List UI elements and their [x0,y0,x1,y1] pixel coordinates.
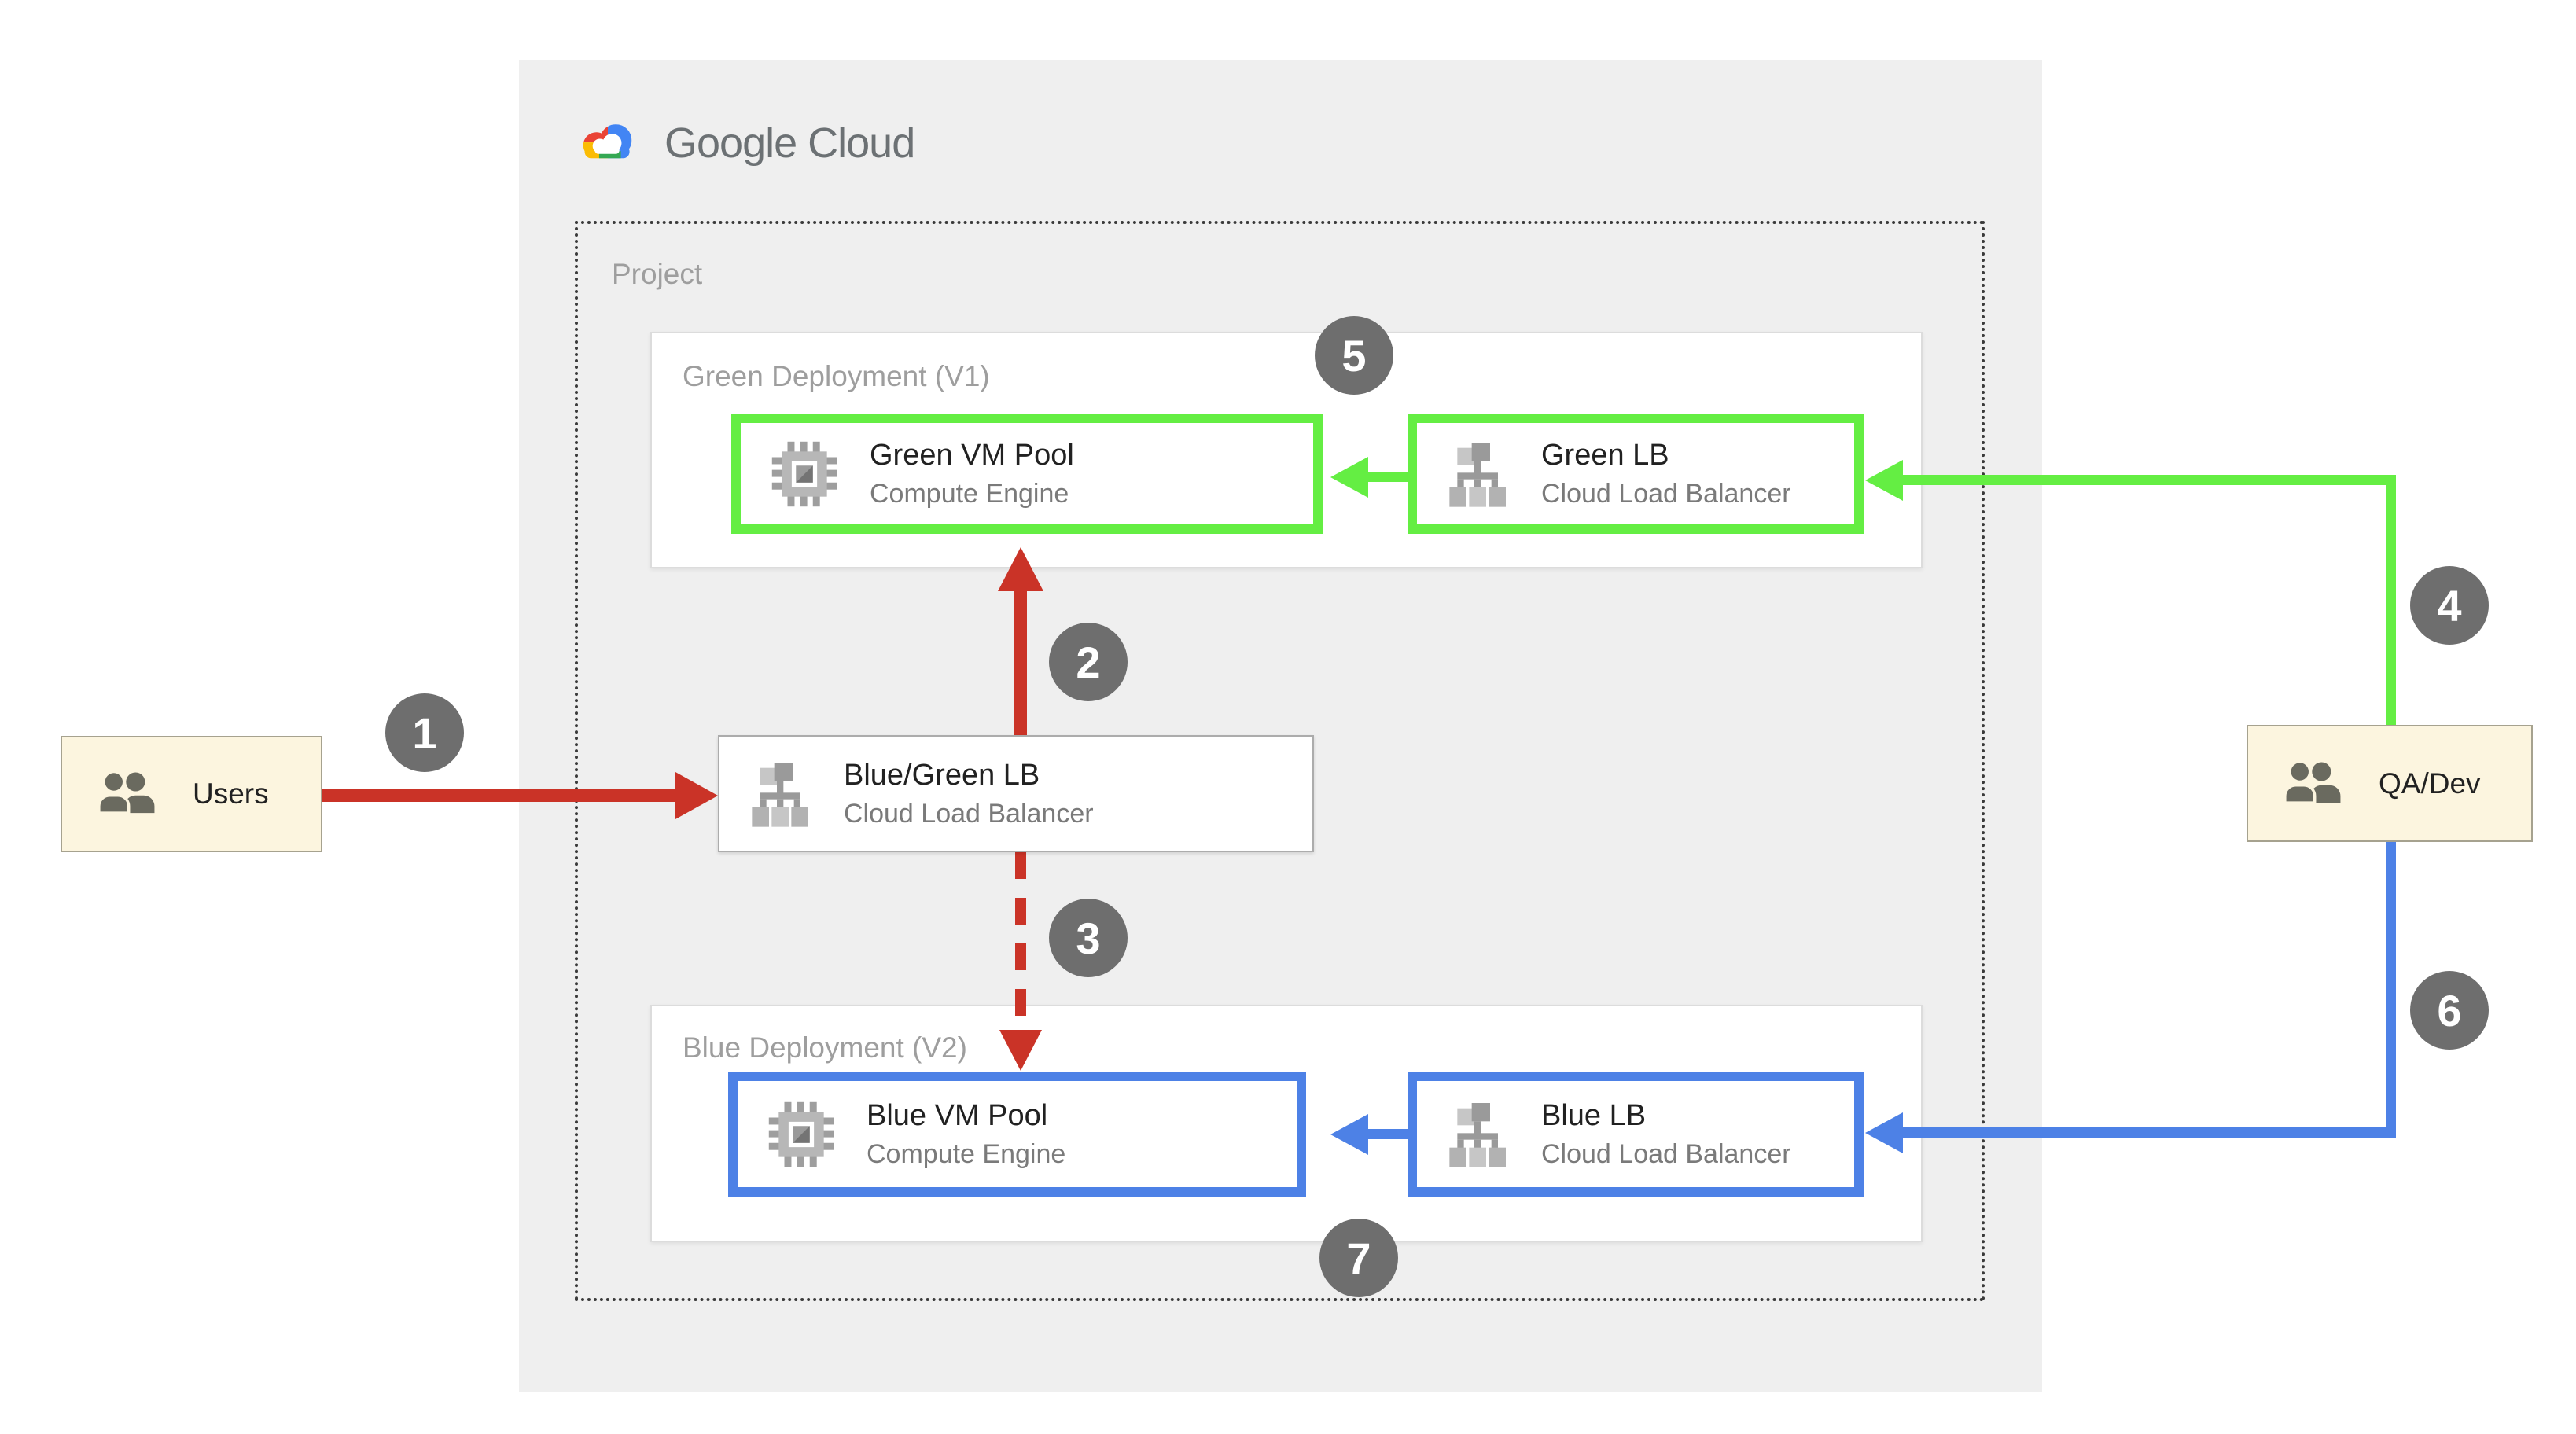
arrow-lb-to-green-vm-line [1014,590,1027,735]
node-title: Blue LB [1541,1098,1647,1132]
node-title: Blue/Green LB [844,758,1040,792]
arrow-lb-to-green-vm-head [998,547,1043,591]
users-icon [97,770,158,818]
compute-engine-icon [771,440,838,508]
node-blue-lb: Blue LB Cloud Load Balancer [1408,1072,1864,1197]
node-subtitle: Cloud Load Balancer [844,799,1094,829]
node-subtitle: Compute Engine [867,1139,1066,1169]
arrow-qa-to-blue-lb-horizontal [1901,1127,2396,1138]
load-balancer-icon [1447,439,1510,509]
google-cloud-logo-text: Google Cloud [664,120,915,167]
arrow-blue-lb-to-blue-vm-line [1365,1129,1408,1139]
arrow-users-to-bluegreen-lb-line [318,789,679,802]
arrow-lb-to-blue-vm-head [999,1030,1042,1071]
node-blue-vm-pool: Blue VM Pool Compute Engine [728,1072,1306,1197]
users-label: Users [193,778,269,810]
node-title: Blue VM Pool [867,1098,1048,1132]
node-subtitle: Compute Engine [870,479,1069,509]
arrow-qa-to-green-lb-head [1865,460,1903,501]
qa-dev-icon [2283,759,2344,808]
arrow-lb-to-blue-vm-dashed-line [1015,852,1026,1031]
google-cloud-logo: Google Cloud [572,115,915,171]
step-badge-5: 5 [1315,316,1393,395]
node-subtitle: Cloud Load Balancer [1541,1139,1791,1169]
arrow-qa-to-blue-lb-head [1865,1112,1903,1153]
arrow-qa-to-green-lb-horizontal [1901,475,2396,485]
arrow-qa-to-blue-lb-vertical [2386,842,2396,1138]
arrow-users-to-bluegreen-lb-head [675,772,718,819]
arrow-qa-to-green-lb-vertical [2386,475,2396,725]
project-boundary [575,221,1985,1301]
node-blue-green-lb: Blue/Green LB Cloud Load Balancer [718,735,1314,852]
project-label: Project [612,258,703,290]
step-badge-2: 2 [1049,623,1128,701]
node-title: Green LB [1541,438,1669,472]
node-subtitle: Cloud Load Balancer [1541,479,1791,509]
node-qa-dev: QA/Dev [2247,725,2533,842]
compute-engine-icon [767,1101,835,1168]
node-title: Green VM Pool [870,438,1074,472]
qa-dev-label: QA/Dev [2379,767,2481,800]
blue-deployment-label: Blue Deployment (V2) [683,1031,967,1064]
google-cloud-icon [572,116,644,171]
load-balancer-icon [749,759,812,829]
green-deployment-label: Green Deployment (V1) [683,360,990,392]
step-badge-6: 6 [2410,971,2489,1050]
node-green-lb: Green LB Cloud Load Balancer [1408,414,1864,534]
node-green-vm-pool: Green VM Pool Compute Engine [731,414,1323,534]
step-badge-3: 3 [1049,899,1128,977]
step-badge-7: 7 [1319,1219,1398,1297]
arrow-green-lb-to-green-vm-line [1365,472,1408,482]
arrow-green-lb-to-green-vm-head [1330,457,1368,498]
arrow-blue-lb-to-blue-vm-head [1330,1114,1368,1155]
load-balancer-icon [1447,1100,1510,1169]
step-badge-4: 4 [2410,566,2489,645]
node-users: Users [61,736,322,852]
step-badge-1: 1 [385,693,464,772]
